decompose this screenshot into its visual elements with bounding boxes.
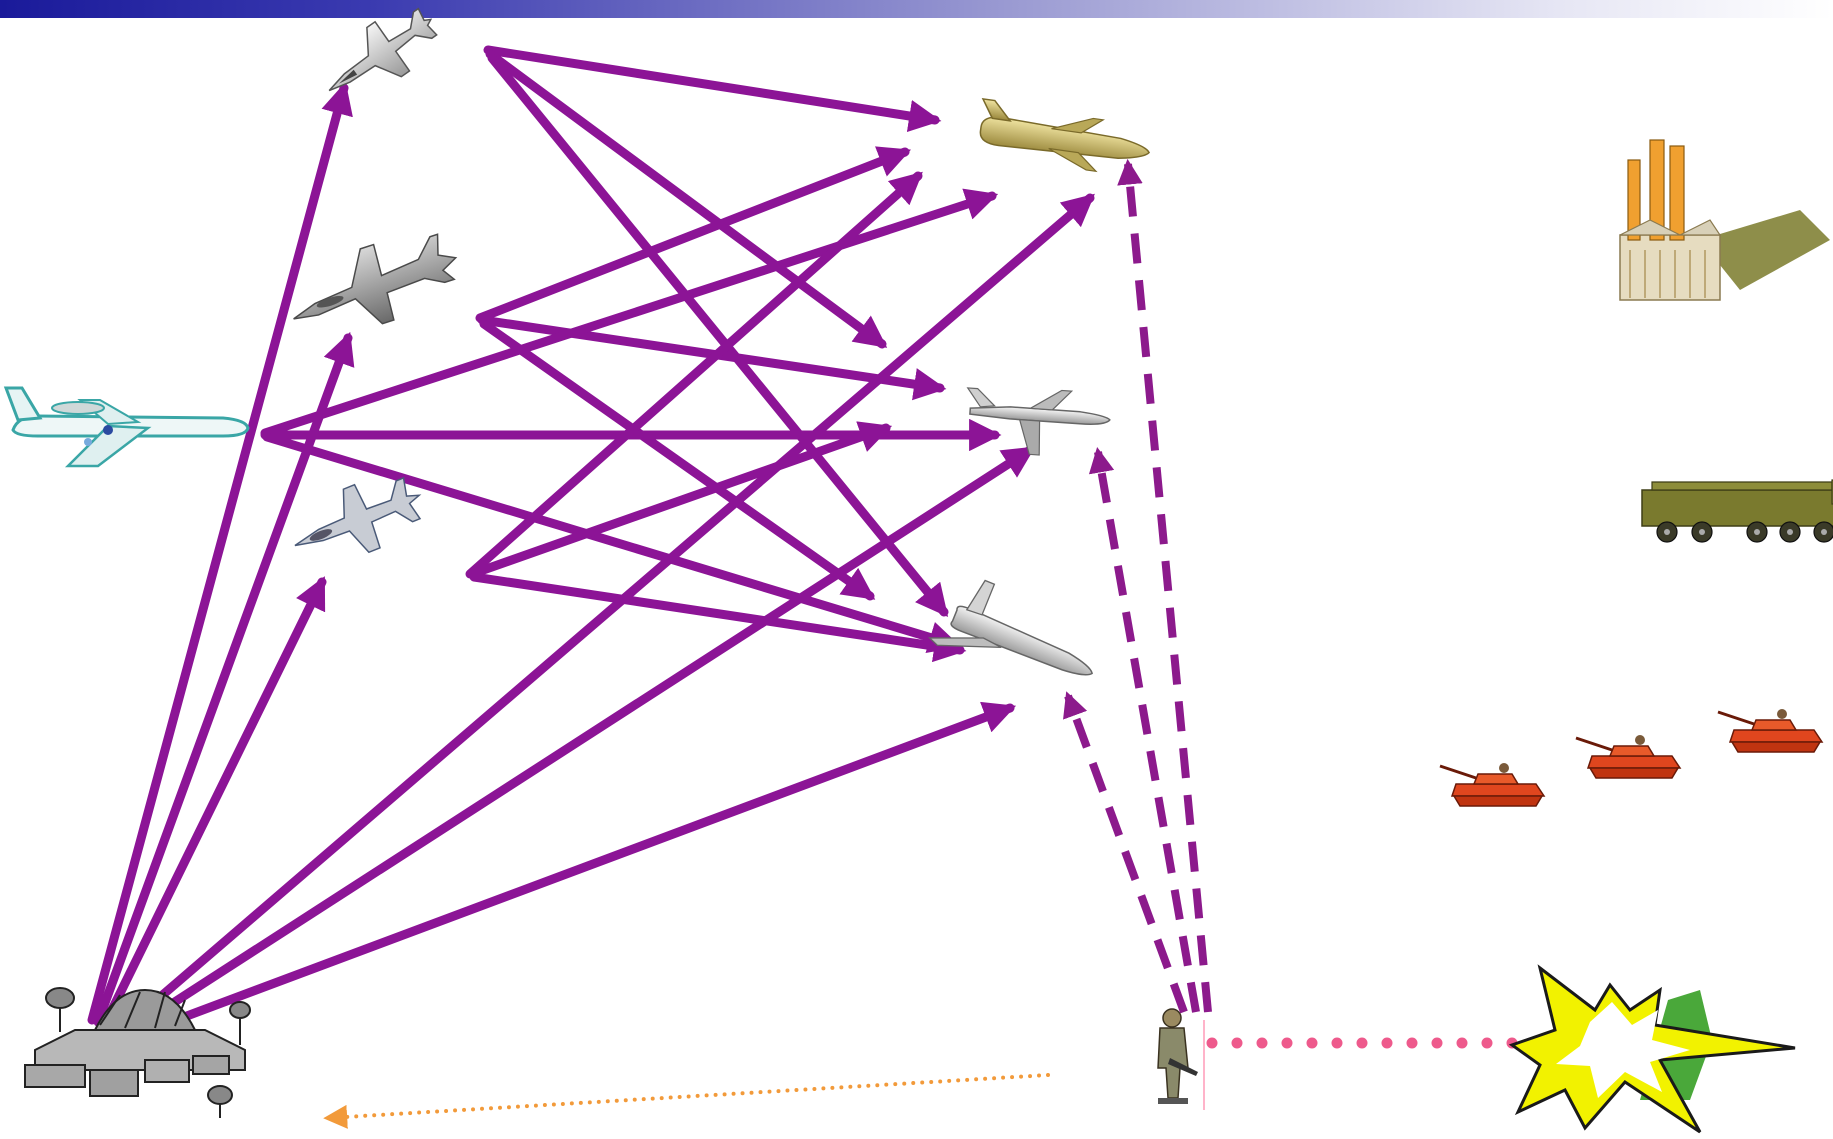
- link-f22-to-missile: [475, 146, 912, 323]
- link-f18-to-missile: [465, 171, 923, 579]
- factory-icon: [1619, 139, 1830, 301]
- link-awacs-to-missile: [260, 188, 999, 438]
- sensor-link-arrows: [1063, 158, 1212, 1014]
- ground-station-icon: [24, 987, 251, 1118]
- launcher-truck-icon: [1641, 479, 1833, 543]
- link-ground-to-f15: [87, 81, 353, 1025]
- f18-jet-icon: [294, 476, 422, 554]
- title-bar: [0, 0, 1833, 18]
- link-f15-to-glide: [487, 53, 949, 618]
- dash-soldier-to-glide: [1063, 691, 1188, 1014]
- f22-jet-icon: [293, 233, 458, 325]
- soldier-icon: [1157, 1008, 1198, 1104]
- dash-soldier-to-missile: [1117, 158, 1212, 1013]
- missile-icon: [979, 97, 1151, 173]
- link-f18-to-uav: [467, 421, 893, 579]
- link-f15-to-uav: [485, 49, 888, 349]
- f15-jet-icon: [328, 7, 438, 92]
- link-awacs-to-glide: [262, 432, 962, 654]
- awacs-plane-icon: [3, 386, 250, 468]
- link-f22-to-glide: [479, 319, 876, 601]
- link-ground-to-glide: [123, 701, 1017, 1043]
- explosion-icon: [1508, 964, 1796, 1134]
- return-report-line: [323, 1073, 1050, 1129]
- link-f18-to-glide: [469, 572, 967, 663]
- data-link-arrows: [87, 45, 1095, 1043]
- tank-icon: [1575, 735, 1682, 779]
- dash-soldier-to-uav: [1088, 446, 1200, 1013]
- tank-icon: [1717, 709, 1824, 753]
- link-f15-to-missile: [483, 45, 942, 132]
- tank-icon: [1439, 763, 1546, 807]
- link-ground-to-f18: [99, 576, 327, 1031]
- uav-jet-icon: [966, 387, 1111, 456]
- link-ground-to-uav: [117, 445, 1036, 1041]
- link-ground-to-missile: [111, 193, 1095, 1040]
- glide-weapon-icon: [927, 579, 1093, 676]
